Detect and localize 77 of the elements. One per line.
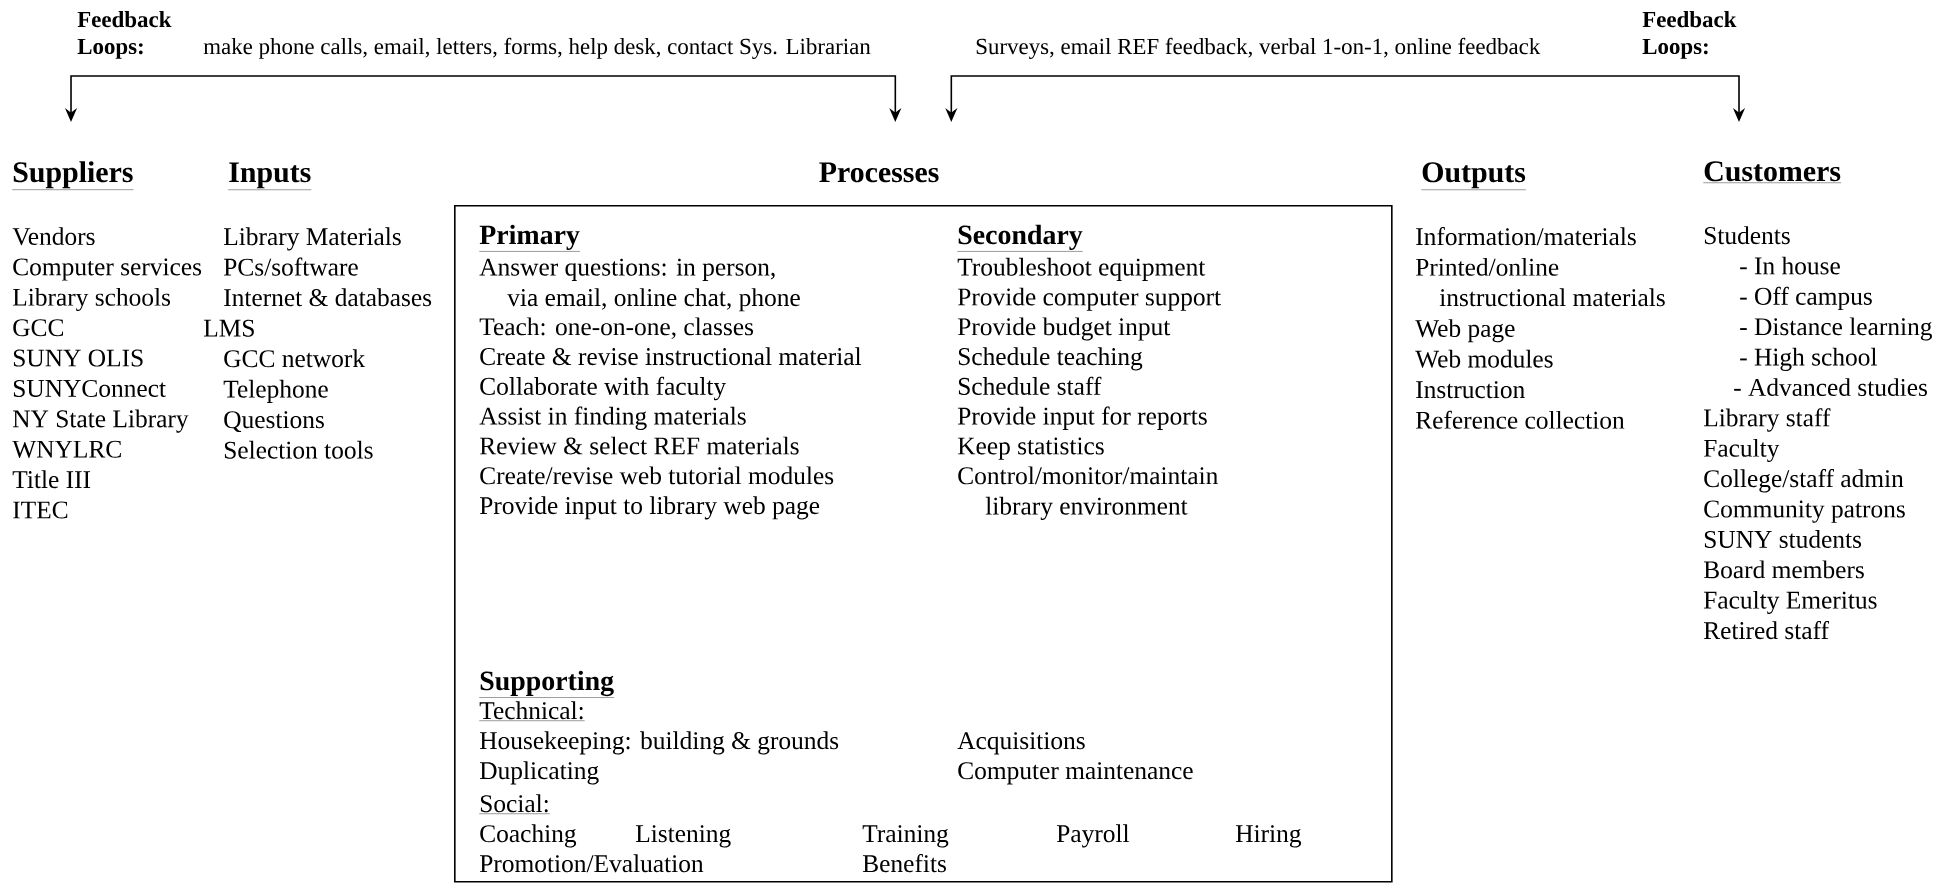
list-item: ITEC (13, 501, 68, 519)
list-item: Provide budget input (957, 317, 1171, 341)
list-item: Computer maintenance (958, 762, 1193, 785)
list-item: SUNY OLIS (13, 349, 143, 367)
list-item: Library schools (12, 287, 171, 312)
list-item: Provide input to library web page (479, 496, 820, 520)
list-item: Schedule teaching (958, 347, 1143, 371)
list-item: Internet & databases (224, 288, 432, 307)
list-item: PCs/software (223, 257, 358, 276)
list-item: WNYLRC (12, 440, 121, 458)
list-item: Vendors (12, 227, 95, 246)
list-item: Payroll (1056, 824, 1130, 848)
list-item: Questions (224, 411, 324, 433)
list-item: - Distance learning (1740, 317, 1932, 341)
list-item: Computer services (13, 258, 202, 281)
list-item: Hiring (1235, 825, 1302, 848)
list-item: Keep statistics (957, 437, 1104, 460)
list-item: Collaborate with faculty (480, 376, 727, 401)
list-item: Schedule staff (958, 376, 1102, 395)
list-item: Information/materials (1416, 227, 1636, 246)
list-item: Reference collection (1415, 410, 1625, 429)
list-item: Benefits (862, 854, 946, 873)
list-item: Web page (1415, 319, 1515, 343)
list-item: Duplicating (479, 761, 599, 785)
list-item: Provide input for reports (957, 406, 1207, 430)
section-heading: Primary (479, 224, 581, 252)
feedback-label: Feedback Loops: (77, 11, 172, 59)
list-item: Library Materials (223, 227, 401, 251)
list-item: Troubleshoot equipment (957, 257, 1206, 281)
list-item: Assist in finding materials (479, 406, 746, 430)
list-item: Community patrons (1704, 500, 1905, 523)
list-item: Web modules (1415, 349, 1553, 368)
feedback-label: Feedback Loops: (1642, 11, 1737, 59)
list-item: Create/revise web tutorial modules (480, 466, 834, 485)
list-item: Faculty Emeritus (1703, 590, 1877, 614)
column-heading: Inputs (228, 162, 312, 190)
list-item: Instruction (1416, 381, 1525, 399)
list-item: Retired staff (1703, 621, 1830, 640)
list-item: Answer questions: in person, via email, online chat, phone (479, 258, 800, 312)
list-item: Coaching (480, 824, 577, 848)
list-item: College/staff admin (1704, 469, 1904, 493)
list-item: - High school (1740, 347, 1877, 371)
list-item: - Off campus (1740, 286, 1872, 311)
list-item: Review & select REF materials (479, 436, 799, 455)
column-heading: Customers (1703, 161, 1842, 183)
list-item: GCC network (224, 349, 366, 368)
edge-label: make phone calls, email, letters, forms, help desk, contact Sys. Librarian (203, 37, 871, 59)
column-heading: Outputs (1421, 162, 1527, 190)
list-item: Selection tools (224, 440, 373, 459)
list-item: Housekeeping: building & grounds (479, 731, 839, 755)
list-item: Listening (635, 825, 731, 848)
list-item: Faculty (1703, 438, 1780, 463)
column-heading: Processes (819, 162, 939, 183)
list-item: - In house (1740, 256, 1840, 275)
list-item: SUNYConnect (13, 379, 166, 397)
list-item: Title III (12, 470, 91, 489)
list-item: Create & revise instructional material (480, 347, 862, 366)
subsection-heading: Social: (479, 794, 550, 814)
list-item: - Advanced studies (1734, 378, 1927, 397)
edge-label: Surveys, email REF feedback, verbal 1-on-1, online feedback (976, 37, 1541, 59)
list-item: Control/monitor/maintain library environment (958, 466, 1218, 520)
list-item: Board members (1703, 560, 1864, 579)
list-item: Library staff (1703, 408, 1831, 432)
section-heading: Secondary (957, 224, 1083, 252)
list-item: Acquisitions (957, 732, 1085, 755)
list-item: Printed/online instructional materials (1415, 257, 1665, 307)
list-item: SUNY students (1704, 530, 1862, 548)
column-heading: Suppliers (12, 161, 134, 190)
list-item: Provide computer support (957, 287, 1221, 311)
list-item: Promotion/Evaluation (479, 854, 704, 873)
list-item: Students (1704, 226, 1790, 245)
list-item: Teach: one-on-one, classes (479, 317, 754, 339)
subsection-heading: Technical: (479, 701, 585, 721)
list-item: GCC (13, 319, 64, 337)
list-item: NY State Library (12, 409, 189, 433)
section-heading: Supporting (479, 670, 615, 698)
list-item: Training (862, 825, 949, 848)
